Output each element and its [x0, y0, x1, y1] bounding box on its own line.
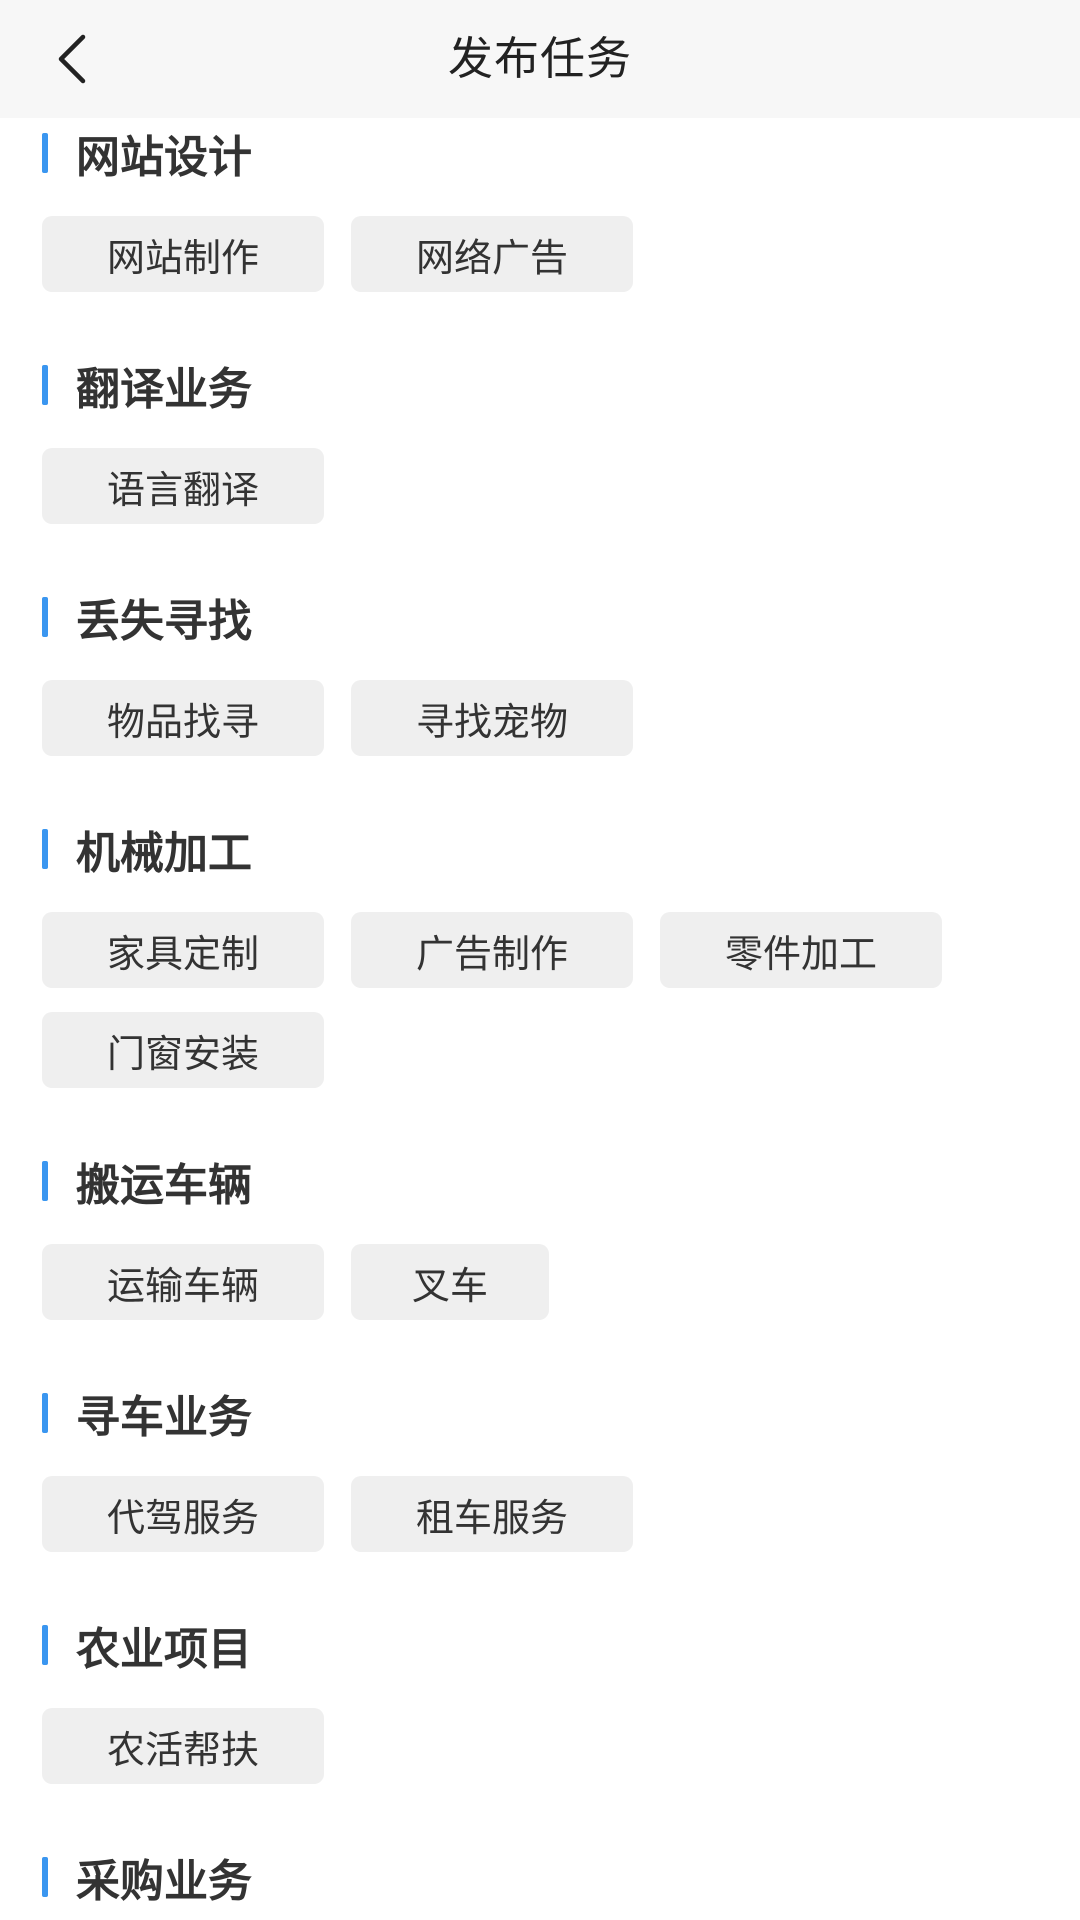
chip-furniture-custom[interactable]: 家具定制 [42, 912, 324, 988]
chip-group: 家具定制 广告制作 零件加工 门窗安装 [42, 884, 1042, 1146]
section-website-design: 网站设计 网站制作 网络广告 [0, 118, 1080, 350]
chip-farm-help[interactable]: 农活帮扶 [42, 1708, 324, 1784]
back-button[interactable] [36, 24, 106, 94]
section-header: 农业项目 [42, 1610, 1080, 1680]
section-header: 丢失寻找 [42, 582, 1080, 652]
chip-group: 农活帮扶 [42, 1680, 1042, 1842]
chip-chauffeur-service[interactable]: 代驾服务 [42, 1476, 324, 1552]
section-accent-bar [42, 1625, 48, 1665]
chip-car-rental[interactable]: 租车服务 [351, 1476, 633, 1552]
chip-parts-machining[interactable]: 零件加工 [660, 912, 942, 988]
chip-group: 网站制作 网络广告 [42, 188, 1042, 350]
section-accent-bar [42, 365, 48, 405]
chip-group: 物品找寻 寻找宠物 [42, 652, 1042, 814]
section-procurement: 采购业务 [0, 1842, 1080, 1912]
chip-pet-search[interactable]: 寻找宠物 [351, 680, 633, 756]
section-title: 农业项目 [76, 1624, 252, 1675]
chip-transport-vehicle[interactable]: 运输车辆 [42, 1244, 324, 1320]
section-transport-vehicles: 搬运车辆 运输车辆 叉车 [0, 1146, 1080, 1378]
chip-group: 运输车辆 叉车 [42, 1216, 1042, 1378]
section-translation: 翻译业务 语言翻译 [0, 350, 1080, 582]
chip-online-ads[interactable]: 网络广告 [351, 216, 633, 292]
chip-website-making[interactable]: 网站制作 [42, 216, 324, 292]
section-title: 采购业务 [76, 1856, 252, 1907]
section-agriculture: 农业项目 农活帮扶 [0, 1610, 1080, 1842]
section-header: 翻译业务 [42, 350, 1080, 420]
section-machining: 机械加工 家具定制 广告制作 零件加工 门窗安装 [0, 814, 1080, 1146]
chip-forklift[interactable]: 叉车 [351, 1244, 549, 1320]
chip-ad-making[interactable]: 广告制作 [351, 912, 633, 988]
section-title: 网站设计 [76, 132, 252, 183]
chip-group: 语言翻译 [42, 420, 1042, 582]
chip-language-translation[interactable]: 语言翻译 [42, 448, 324, 524]
section-title: 搬运车辆 [76, 1160, 252, 1211]
section-header: 网站设计 [42, 118, 1080, 188]
category-list[interactable]: 网站设计 网站制作 网络广告 翻译业务 语言翻译 丢失寻找 物品找寻 寻找宠物 … [0, 118, 1080, 1920]
section-lost-found: 丢失寻找 物品找寻 寻找宠物 [0, 582, 1080, 814]
section-accent-bar [42, 1393, 48, 1433]
chip-item-search[interactable]: 物品找寻 [42, 680, 324, 756]
section-header: 采购业务 [42, 1842, 1080, 1912]
section-accent-bar [42, 1161, 48, 1201]
page-title: 发布任务 [447, 32, 632, 85]
section-accent-bar [42, 829, 48, 869]
chip-group: 代驾服务 租车服务 [42, 1448, 1042, 1610]
section-accent-bar [42, 1857, 48, 1897]
app-header: 发布任务 [0, 0, 1080, 118]
section-accent-bar [42, 597, 48, 637]
chip-door-window-install[interactable]: 门窗安装 [42, 1012, 324, 1088]
section-title: 丢失寻找 [76, 596, 252, 647]
section-car-service: 寻车业务 代驾服务 租车服务 [0, 1378, 1080, 1610]
section-header: 机械加工 [42, 814, 1080, 884]
section-header: 搬运车辆 [42, 1146, 1080, 1216]
chevron-left-icon [58, 34, 86, 84]
section-title: 机械加工 [76, 828, 252, 879]
section-accent-bar [42, 133, 48, 173]
section-title: 翻译业务 [76, 364, 252, 415]
section-header: 寻车业务 [42, 1378, 1080, 1448]
section-title: 寻车业务 [76, 1392, 252, 1443]
